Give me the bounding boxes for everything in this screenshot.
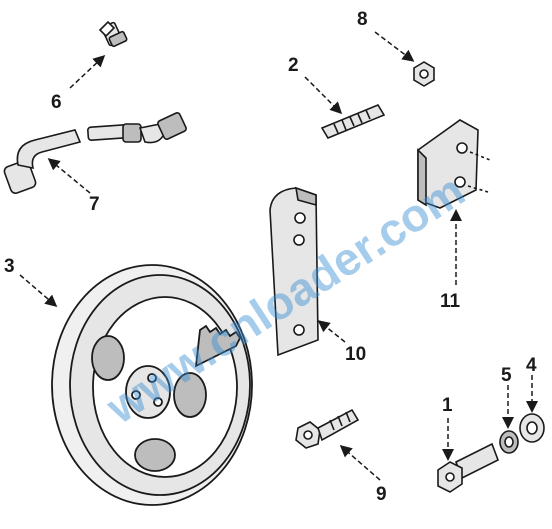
- arrow-7: [47, 158, 91, 194]
- part-washer-5: [499, 430, 519, 454]
- callout-11: 11: [440, 291, 461, 312]
- arrow-6: [69, 54, 106, 89]
- part-fitting-6: [98, 20, 128, 48]
- arrow-9: [339, 445, 381, 481]
- arrow-3: [19, 274, 58, 307]
- part-bracket-11: [417, 119, 491, 209]
- callout-6: 6: [51, 92, 62, 113]
- arrow-8: [374, 31, 415, 62]
- arrow-2: [304, 76, 343, 115]
- part-washer-4: [519, 413, 545, 443]
- arrow-10: [317, 320, 346, 343]
- part-stud-2: [320, 103, 386, 140]
- part-tube-7: [3, 112, 187, 194]
- callout-4: 4: [526, 355, 537, 376]
- callout-3: 3: [4, 256, 15, 277]
- callout-9: 9: [376, 484, 387, 505]
- part-bolt-1: [437, 442, 500, 493]
- leader-arrows: [19, 31, 538, 481]
- callout-7: 7: [89, 194, 100, 215]
- callout-1: 1: [442, 395, 453, 416]
- callout-5: 5: [501, 365, 512, 386]
- part-plate-10: [269, 186, 319, 357]
- part-pulley-3: [51, 264, 253, 506]
- part-bolt-9: [295, 408, 360, 449]
- callout-10: 10: [345, 344, 366, 365]
- callout-2: 2: [288, 55, 299, 76]
- callout-8: 8: [357, 9, 368, 30]
- part-nut-8: [413, 61, 435, 87]
